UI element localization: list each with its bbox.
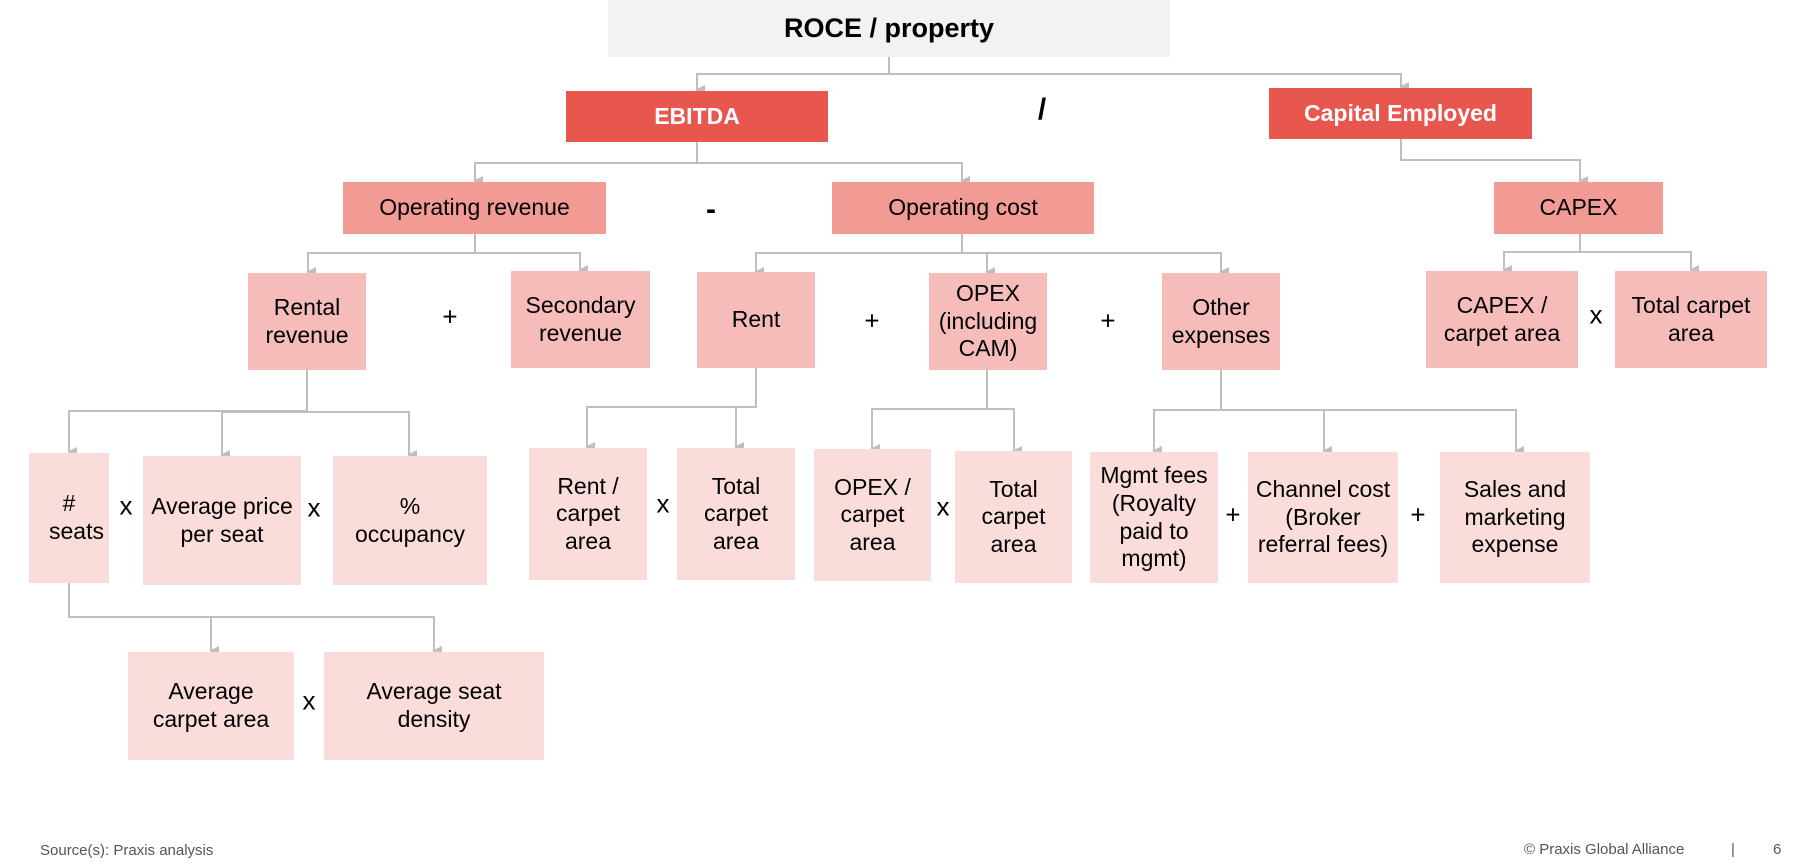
connector bbox=[69, 616, 442, 656]
node-label: Mgmt fees (Royalty paid to mgmt) bbox=[1100, 462, 1208, 572]
connector bbox=[585, 368, 757, 452]
operator-plus: + bbox=[1100, 305, 1116, 336]
node-total-carpet-area-rent: Total carpet area bbox=[677, 448, 795, 580]
connector bbox=[67, 370, 308, 457]
node-label: Other expenses bbox=[1171, 293, 1271, 348]
connector bbox=[889, 73, 1409, 92]
connector bbox=[1400, 139, 1588, 186]
node-label: Operating revenue bbox=[379, 194, 570, 221]
node-operating-cost: Operating cost bbox=[832, 182, 1094, 234]
node-capital-employed: Capital Employed bbox=[1269, 88, 1532, 139]
operator-multiply: x bbox=[936, 491, 950, 522]
node-label: ROCE / property bbox=[783, 13, 995, 44]
node-label: EBITDA bbox=[654, 102, 740, 129]
node-rental-revenue: Rental revenue bbox=[248, 273, 366, 370]
connector bbox=[697, 162, 970, 186]
node-sales-and-marketing: Sales and marketing expense bbox=[1440, 452, 1590, 583]
operator-multiply: x bbox=[307, 492, 321, 523]
connector bbox=[754, 234, 963, 277]
page-number: 6 bbox=[1773, 841, 1782, 858]
node-label: Rent / carpet area bbox=[556, 472, 620, 554]
connector bbox=[1502, 234, 1581, 275]
connector bbox=[306, 234, 476, 277]
node-rent-per-carpet-area: Rent / carpet area bbox=[529, 448, 647, 580]
connector bbox=[220, 411, 307, 460]
node-label: Total carpet area bbox=[1631, 291, 1751, 346]
operator-multiply: x bbox=[656, 488, 670, 519]
node-label: Secondary revenue bbox=[525, 291, 636, 346]
node-label: % occupancy bbox=[355, 492, 465, 547]
connector bbox=[1152, 370, 1222, 456]
node-total-carpet-area-opex: Total carpet area bbox=[955, 451, 1072, 583]
operator-plus: + bbox=[864, 305, 880, 336]
node-label: Rental revenue bbox=[265, 293, 349, 348]
operator-minus: - bbox=[706, 193, 716, 226]
node-ebitda: EBITDA bbox=[566, 91, 828, 142]
node-label: Average price per seat bbox=[151, 492, 293, 547]
node-label: Operating cost bbox=[888, 194, 1038, 221]
node-label: Channel cost (Broker referral fees) bbox=[1255, 476, 1391, 558]
node-opex-per-carpet-area: OPEX / carpet area bbox=[814, 449, 931, 581]
node-label: # seats bbox=[49, 490, 104, 544]
node-percent-occupancy: % occupancy bbox=[333, 456, 487, 585]
connector bbox=[734, 406, 756, 452]
node-label: Rent bbox=[731, 306, 781, 333]
node-channel-cost: Channel cost (Broker referral fees) bbox=[1248, 452, 1398, 583]
connector bbox=[695, 57, 890, 95]
node-label: Sales and marketing expense bbox=[1463, 476, 1567, 558]
node-secondary-revenue: Secondary revenue bbox=[511, 271, 650, 368]
operator-multiply: x bbox=[1589, 299, 1603, 330]
connector bbox=[987, 408, 1022, 456]
node-label: CAPEX bbox=[1539, 194, 1618, 221]
connector bbox=[473, 142, 698, 186]
node-average-seat-density: Average seat density bbox=[324, 652, 544, 760]
connector bbox=[962, 252, 1229, 277]
operator-multiply: x bbox=[119, 490, 133, 521]
operator-plus: + bbox=[1225, 499, 1241, 530]
node-opex-including-cam: OPEX (including CAM) bbox=[929, 273, 1047, 370]
root-node-roce-property: ROCE / property bbox=[608, 0, 1170, 57]
node-label: Capital Employed bbox=[1304, 99, 1497, 126]
node-operating-revenue: Operating revenue bbox=[343, 182, 606, 234]
operator-plus: + bbox=[442, 301, 458, 332]
node-capex: CAPEX bbox=[1494, 182, 1663, 234]
source-note: Source(s): Praxis analysis bbox=[40, 842, 214, 859]
node-label: Total carpet area bbox=[981, 475, 1046, 557]
node-label: CAPEX / carpet area bbox=[1443, 291, 1561, 346]
node-mgmt-fees: Mgmt fees (Royalty paid to mgmt) bbox=[1090, 452, 1218, 583]
connector bbox=[475, 252, 588, 275]
node-capex-per-carpet-area: CAPEX / carpet area bbox=[1426, 271, 1578, 368]
footer-separator: | bbox=[1731, 841, 1735, 858]
connector bbox=[68, 583, 219, 656]
connector bbox=[870, 370, 988, 454]
connector bbox=[1221, 409, 1524, 456]
node-label: OPEX / carpet area bbox=[834, 473, 911, 555]
connector bbox=[962, 252, 995, 277]
node-average-price-per-seat: Average price per seat bbox=[143, 456, 301, 585]
node-average-carpet-area: Average carpet area bbox=[128, 652, 294, 760]
operator-divide: / bbox=[1037, 93, 1047, 126]
node-other-expenses: Other expenses bbox=[1162, 273, 1280, 370]
connector bbox=[1221, 409, 1332, 456]
copyright-text: © Praxis Global Alliance bbox=[1524, 841, 1685, 858]
node-number-of-seats: # seats bbox=[29, 453, 109, 583]
node-label: Average carpet area bbox=[152, 678, 270, 732]
node-total-carpet-area-capex: Total carpet area bbox=[1615, 271, 1767, 368]
operator-plus: + bbox=[1410, 499, 1426, 530]
node-rent: Rent bbox=[697, 272, 815, 368]
connector bbox=[307, 411, 417, 460]
node-label: Average seat density bbox=[366, 678, 502, 732]
operator-multiply: x bbox=[302, 685, 316, 716]
node-label: Total carpet area bbox=[704, 472, 768, 554]
node-label: OPEX (including CAM) bbox=[938, 280, 1038, 362]
connector bbox=[1580, 251, 1699, 275]
